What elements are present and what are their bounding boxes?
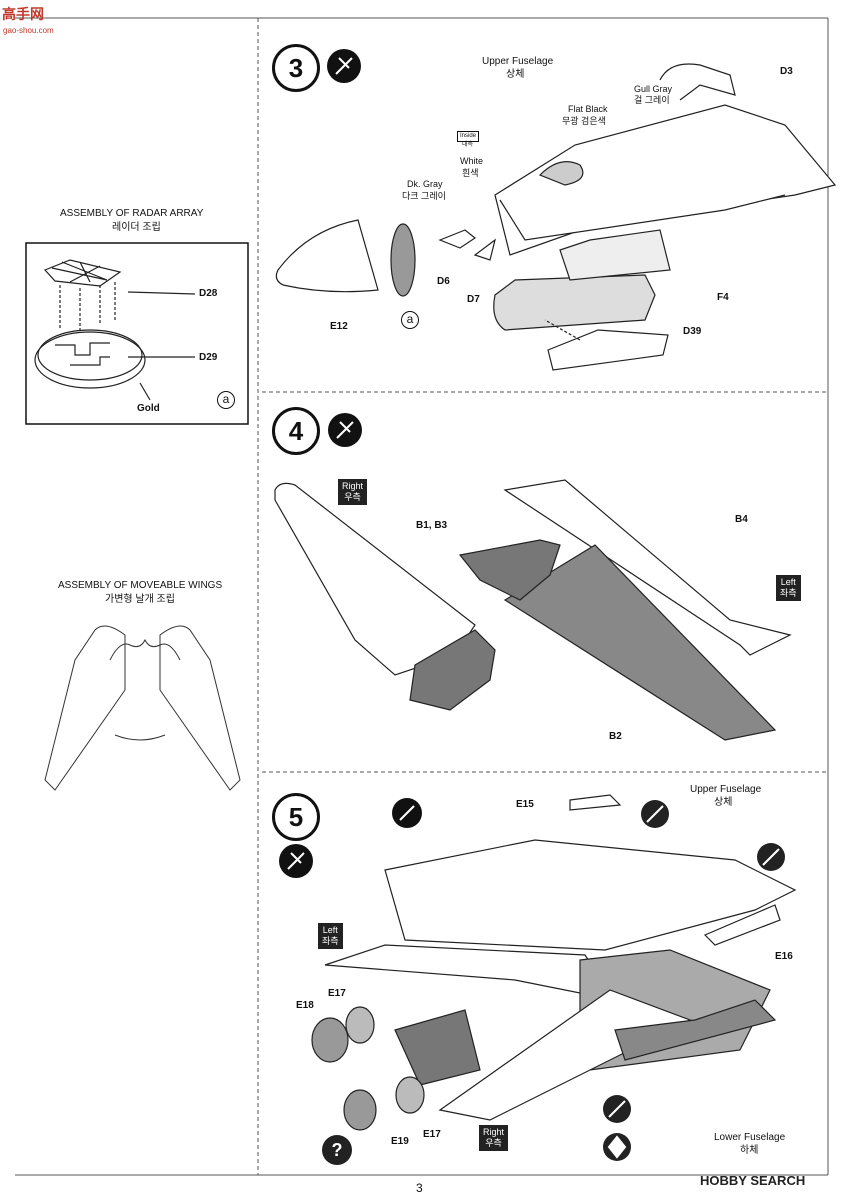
- label-upper-fuselage: Upper Fuselage: [482, 56, 554, 67]
- radar-array-drawing: [34, 259, 196, 401]
- label-right-en: Right: [342, 481, 364, 491]
- part-b1-b3: B1, B3: [416, 520, 448, 531]
- part-e15: E15: [516, 799, 534, 810]
- part-b2: B2: [609, 731, 622, 742]
- label-right5-en: Right: [483, 1127, 505, 1137]
- svg-text:?: ?: [332, 1140, 343, 1160]
- part-d7: D7: [467, 294, 480, 305]
- step-5-number: 5: [272, 793, 320, 841]
- step3-drawing: [275, 63, 837, 371]
- label-lower-fuselage-kr: 하체: [740, 1145, 759, 1156]
- label-left-step4: Left 좌측: [776, 575, 801, 601]
- wings-subtitle: 가변형 날개 조립: [105, 594, 175, 605]
- hobby-search-watermark: HOBBY SEARCH: [700, 1173, 806, 1188]
- label-white: White: [460, 156, 484, 166]
- label-flat-black-kr: 무광 검은색: [562, 116, 606, 126]
- label-left5-en: Left: [322, 925, 338, 935]
- part-d29: D29: [199, 352, 218, 363]
- label-dk-gray-kr: 다크 그레이: [402, 191, 446, 201]
- label-left5-kr: 좌측: [322, 936, 339, 946]
- part-e18: E18: [296, 1000, 314, 1011]
- label-upper-fuselage-kr: 상체: [506, 69, 525, 80]
- label-right5-kr: 우측: [485, 1138, 502, 1148]
- site-logo: 高手网: [2, 6, 44, 22]
- part-e17-b: E17: [423, 1129, 441, 1140]
- label-inside-kr: 내측: [462, 142, 474, 148]
- part-e16: E16: [775, 951, 793, 962]
- label-left-kr: 좌측: [780, 588, 797, 598]
- radar-title: ASSEMBLY OF RADAR ARRAY: [60, 208, 204, 219]
- wings-title: ASSEMBLY OF MOVEABLE WINGS: [58, 580, 223, 591]
- part-e19: E19: [391, 1136, 409, 1147]
- label-right-step4: Right 우측: [338, 479, 368, 505]
- radar-color-gold: Gold: [137, 403, 160, 414]
- part-e12: E12: [330, 321, 348, 332]
- part-d3: D3: [780, 66, 793, 77]
- part-b4: B4: [735, 514, 748, 525]
- label-left-step5: Left 좌측: [318, 923, 343, 949]
- label-right-kr: 우측: [344, 492, 361, 502]
- label-upper-fuselage-5-kr: 상체: [714, 797, 733, 808]
- step5-drawing: [311, 794, 797, 1131]
- label-dk-gray: Dk. Gray: [407, 179, 443, 189]
- radar-marker-a: a: [217, 391, 235, 409]
- site-url: gao-shou.com: [3, 26, 54, 35]
- radar-subtitle: 레이더 조립: [112, 222, 161, 233]
- label-inside: Inside: [457, 131, 480, 142]
- step-3-number: 3: [272, 44, 320, 92]
- page-number: 3: [416, 1181, 423, 1195]
- label-upper-fuselage-5: Upper Fuselage: [690, 784, 762, 795]
- paint-icons: [279, 49, 422, 878]
- part-d28: D28: [199, 288, 218, 299]
- part-d6: D6: [437, 276, 450, 287]
- moveable-wings-drawing: [44, 625, 241, 791]
- label-white-kr: 흰색: [462, 168, 479, 178]
- label-flat-black: Flat Black: [568, 104, 608, 114]
- step4-drawing: [274, 479, 792, 741]
- label-gull-gray-kr: 걸 그레이: [634, 95, 670, 105]
- part-d39: D39: [683, 326, 702, 337]
- label-gull-gray: Gull Gray: [634, 84, 673, 94]
- step-4-number: 4: [272, 407, 320, 455]
- label-left-en: Left: [780, 577, 796, 587]
- step3-marker-a: a: [401, 311, 419, 329]
- label-lower-fuselage: Lower Fuselage: [714, 1132, 786, 1143]
- label-right-step5: Right 우측: [479, 1125, 509, 1151]
- part-e17-a: E17: [328, 988, 346, 999]
- part-f4: F4: [717, 292, 729, 303]
